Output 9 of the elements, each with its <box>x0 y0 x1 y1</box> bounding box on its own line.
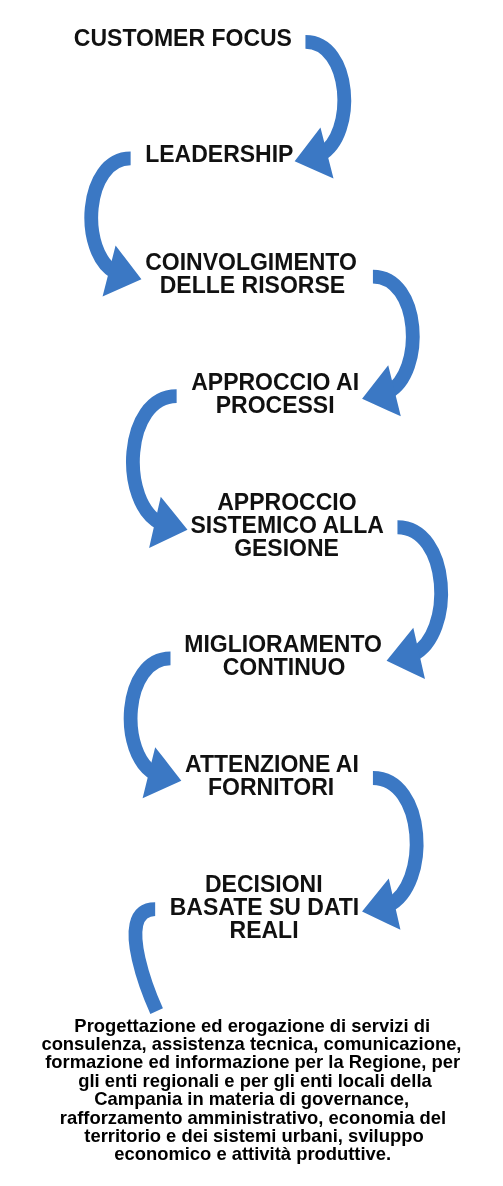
node-text: DECISIONI BASATE SU DATI REALI <box>169 870 360 943</box>
caption: Progettazione ed erogazione di servizi di consulenza, assistenza tecnica, comunicazione, formazione ed informazione per la Regione, per gli enti regionali e per gli enti locali della Campania in materia di governance, rafforzamento amministrativo, economia del territorio e dei sistemi urbani, sviluppo economico e attività produttive. <box>41 1014 462 1165</box>
node-text: APPROCCIO AI PROCESSI <box>191 369 360 419</box>
node-text: COINVOLGIMENTO DELLE RISORSE <box>145 249 357 299</box>
node-text: LEADERSHIP <box>145 141 294 168</box>
node-text: MIGLIORAMENTO CONTINUO <box>184 631 382 681</box>
node-text: ATTENZIONE AI FORNITORI <box>185 750 359 800</box>
node-text: APPROCCIO SISTEMICO ALLA GESIONE <box>190 488 384 561</box>
node-text: CUSTOMER FOCUS <box>73 24 292 51</box>
